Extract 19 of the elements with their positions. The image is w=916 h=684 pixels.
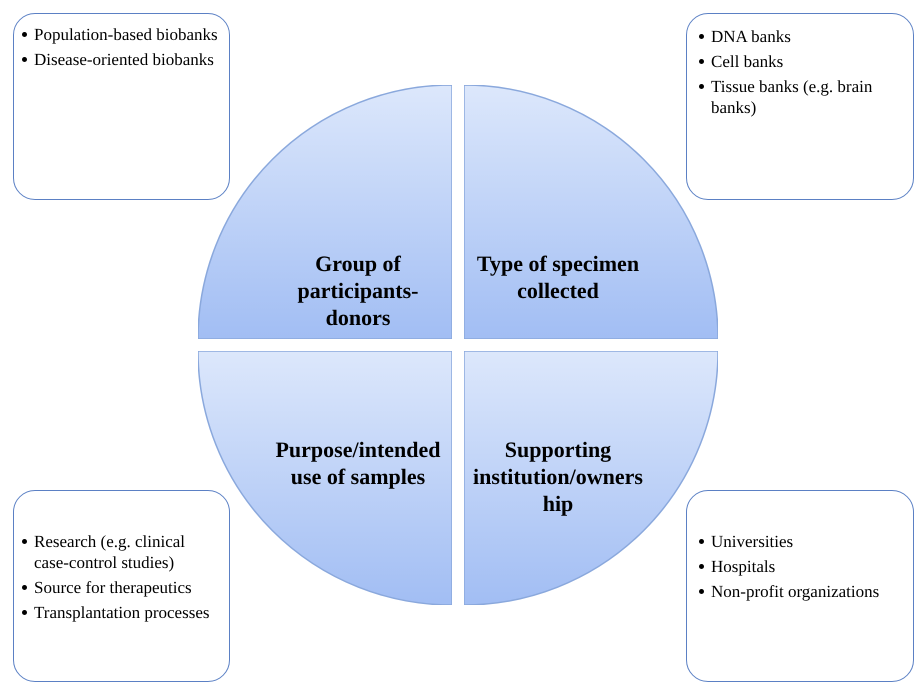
category-box [13, 13, 230, 200]
bullet-item: Hospitals [699, 556, 899, 577]
quadrant-title: Group of participants-donors [296, 250, 420, 331]
category-box [13, 490, 230, 682]
bullet-item: Tissue banks (e.g. brain banks) [699, 76, 899, 118]
bullet-item: Research (e.g. clinical case-control studies) [22, 531, 222, 573]
quadrant-title: Supporting institution/ownership [473, 436, 643, 517]
bullet-item: Disease-oriented biobanks [22, 49, 222, 70]
category-box [686, 490, 914, 682]
bullet-item: Population-based biobanks [22, 24, 222, 45]
category-box [686, 13, 914, 200]
bullet-item: Universities [699, 531, 899, 552]
bullet-item: DNA banks [699, 26, 899, 47]
bullet-item: Source for therapeutics [22, 577, 222, 598]
bullet-item: Cell banks [699, 51, 899, 72]
bullet-item: Transplantation processes [22, 602, 222, 623]
bullet-item: Non-profit organizations [699, 581, 899, 602]
quadrant-title: Purpose/intended use of samples [274, 436, 442, 490]
quadrant-title: Type of specimen collected [476, 250, 640, 304]
